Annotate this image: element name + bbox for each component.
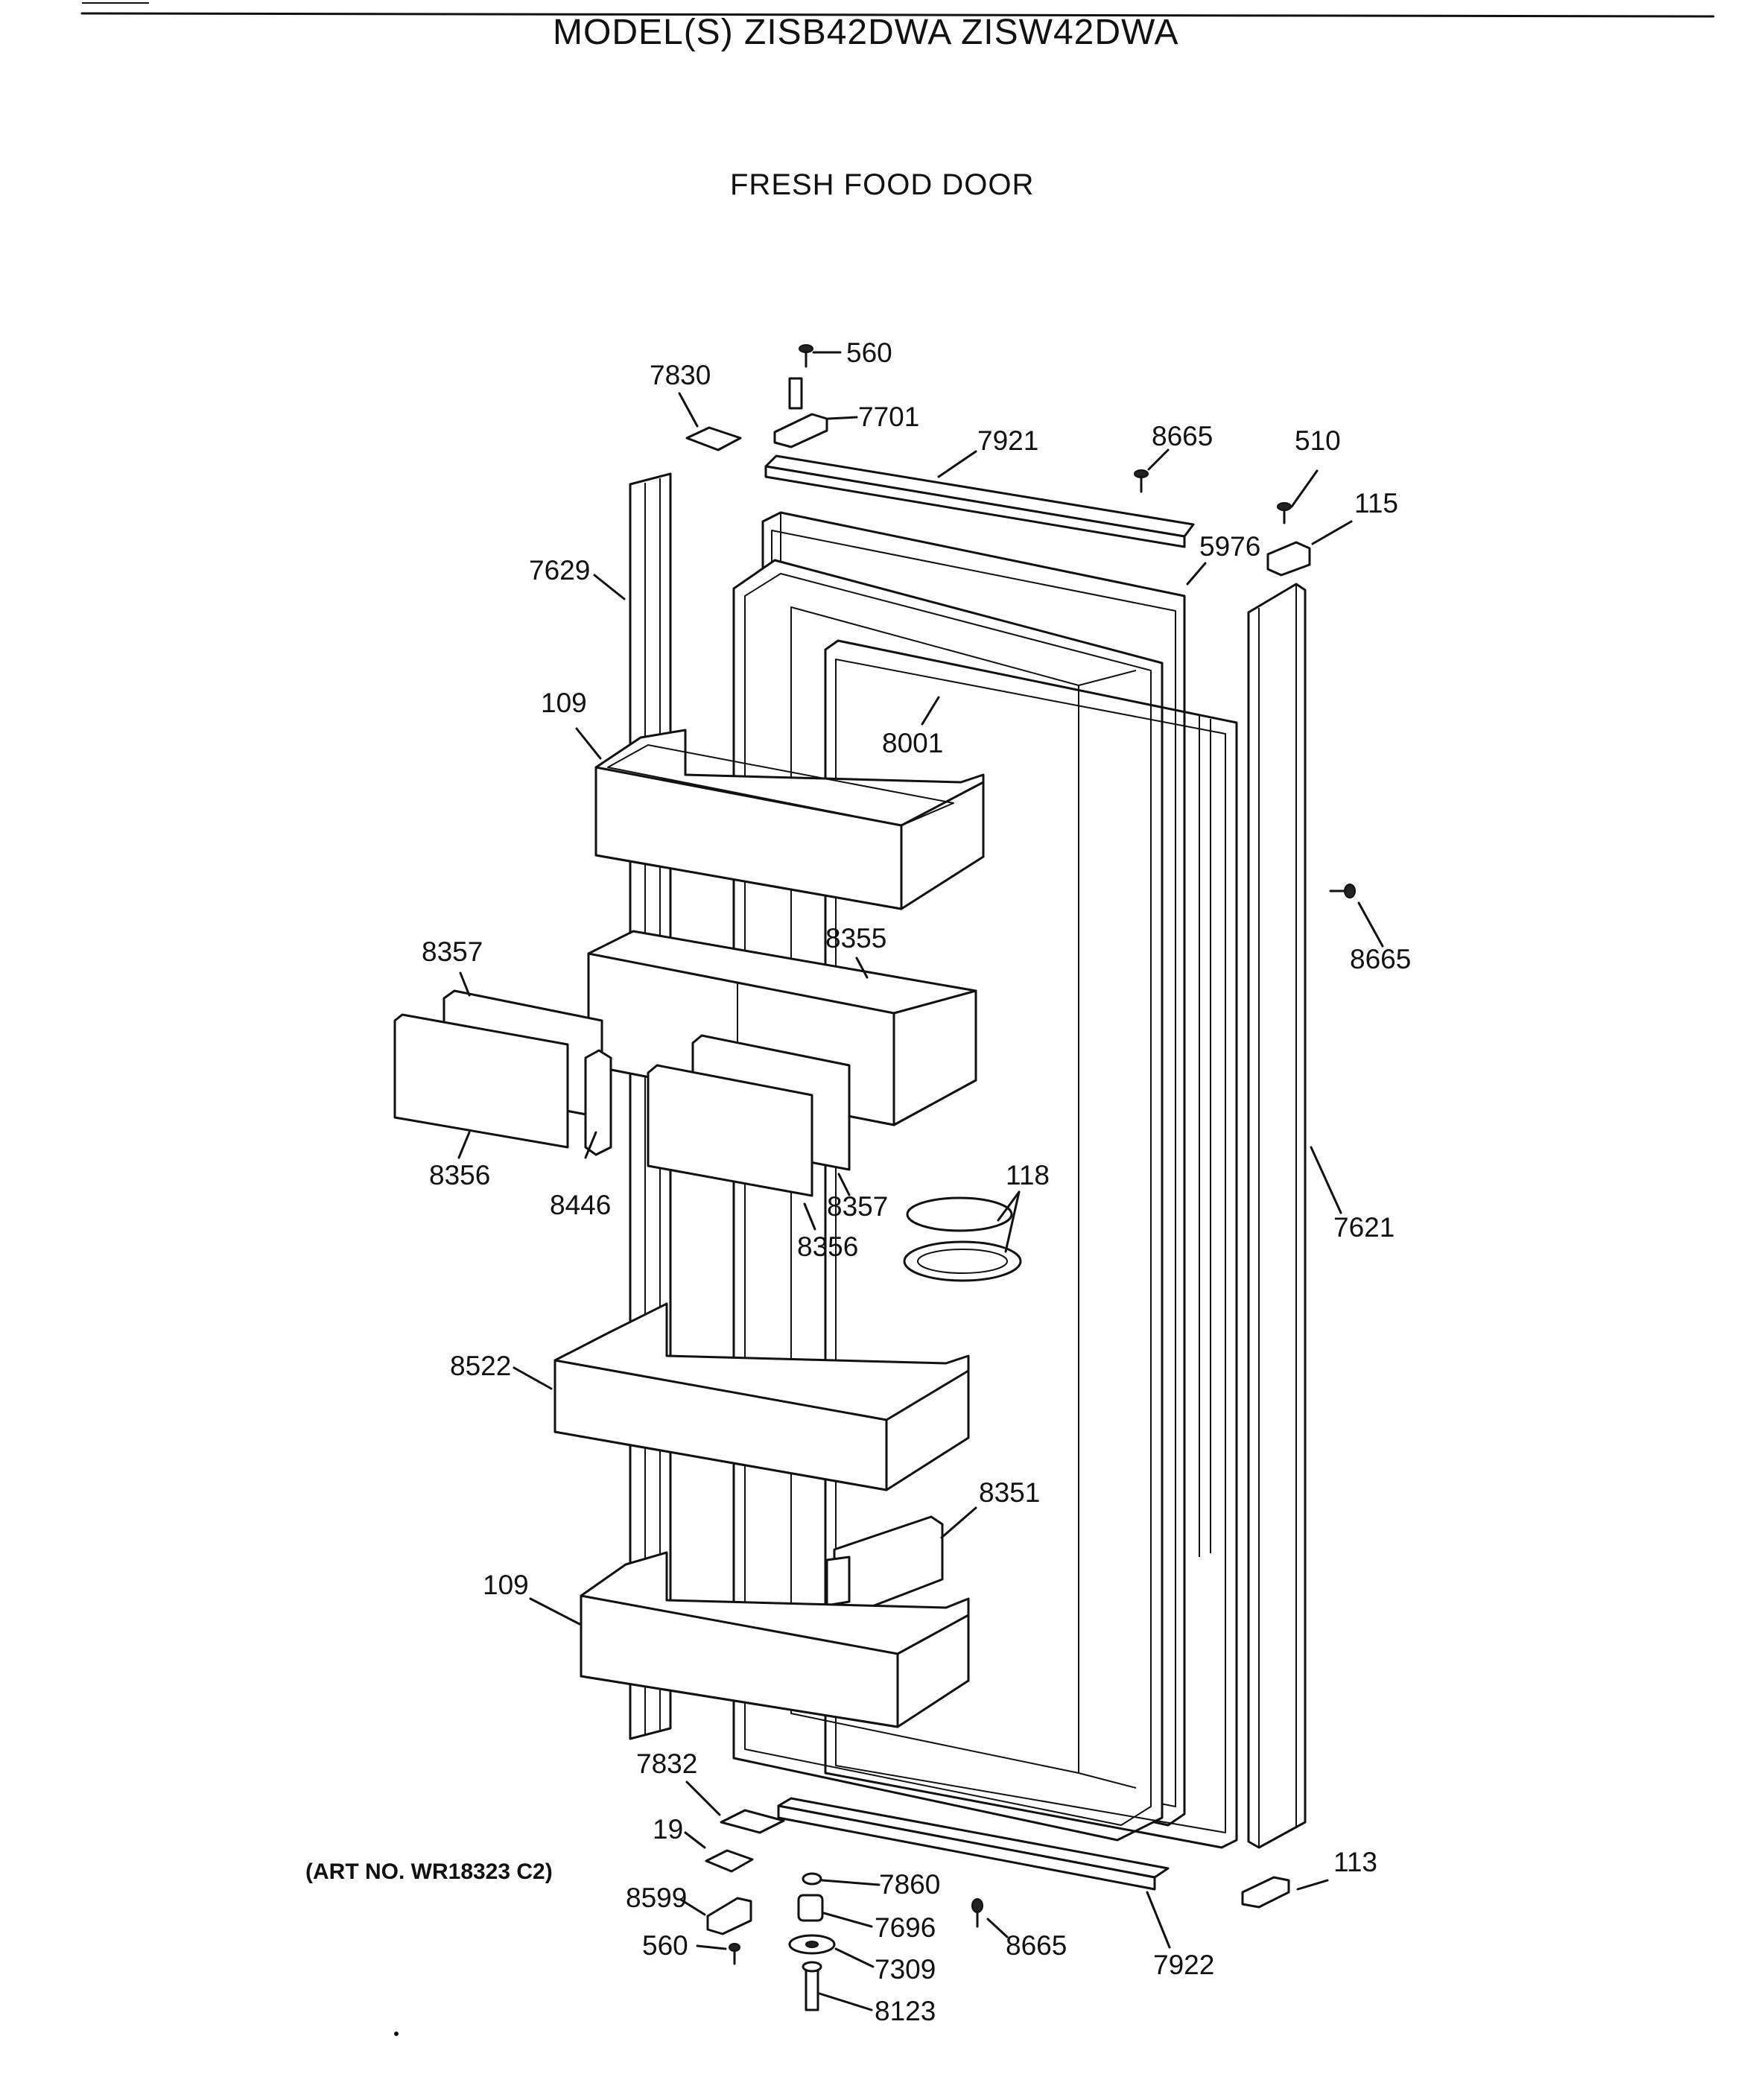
art-number: (ART NO. WR18323 C2) (305, 1859, 553, 1884)
part-7701-hinge-top (773, 377, 828, 448)
part-118-button-covers (903, 1196, 1022, 1282)
callout-7832: 7832 (636, 1748, 697, 1779)
callout-8599: 8599 (626, 1883, 687, 1913)
callout-labels: 560 7830 7701 7921 8665 510 115 5976 762… (422, 337, 1411, 2026)
part-115-cap (1266, 541, 1311, 577)
callout-8522: 8522 (450, 1351, 511, 1381)
callout-7696: 7696 (875, 1912, 936, 1943)
callout-8357-left: 8357 (422, 936, 483, 967)
section-title: FRESH FOOD DOOR (730, 168, 1035, 201)
callout-8351: 8351 (979, 1477, 1040, 1508)
callout-7621: 7621 (1333, 1212, 1395, 1243)
callout-7830: 7830 (650, 360, 711, 390)
callout-8356-left: 8356 (429, 1160, 490, 1190)
callout-115: 115 (1354, 488, 1398, 518)
part-7860-washer (802, 1872, 822, 1886)
part-8356-left-cover (393, 1013, 569, 1149)
part-7922-bottom-cap (777, 1797, 1170, 1891)
callout-8357-right: 8357 (827, 1191, 888, 1222)
part-7832-shim-bottom (720, 1809, 785, 1834)
part-510-screw (1277, 502, 1292, 524)
part-8665-screw-bottom (971, 1898, 983, 1928)
callout-560-bottom: 560 (642, 1930, 688, 1961)
callout-5976: 5976 (1199, 531, 1260, 562)
callout-8665-bottom: 8665 (1006, 1930, 1067, 1961)
callout-8355: 8355 (825, 923, 886, 954)
callout-113: 113 (1333, 1847, 1377, 1877)
part-19-plate (705, 1849, 754, 1873)
leader-lines (457, 351, 1384, 2011)
stray-dot (394, 2032, 399, 2036)
callout-7629: 7629 (529, 555, 590, 586)
callout-7701: 7701 (858, 402, 919, 432)
part-8665-screw-top (1134, 469, 1149, 493)
callout-560-top: 560 (846, 337, 892, 368)
part-560-screw-top (799, 344, 813, 368)
callout-8123: 8123 (875, 1996, 936, 2026)
part-7921-top-cap (764, 454, 1195, 548)
model-title: MODEL(S) ZISB42DWA ZISW42DWA (553, 13, 1179, 52)
callout-8356-right: 8356 (797, 1231, 858, 1262)
part-7830-shim-top (685, 426, 742, 451)
callout-109-bottom: 109 (483, 1570, 529, 1600)
callout-8446: 8446 (550, 1190, 611, 1220)
top-rule (80, 12, 1715, 18)
callout-118: 118 (1006, 1160, 1050, 1190)
part-8446-divider (584, 1049, 612, 1156)
part-109-top-bin (594, 729, 985, 910)
part-8356-right-cover (647, 1064, 813, 1197)
part-8351-egg-tray (825, 1515, 944, 1617)
part-560-screw-bottom (729, 1943, 740, 1965)
callout-7922: 7922 (1153, 1950, 1214, 1980)
part-8123-bolt (802, 1961, 822, 2011)
callout-7921: 7921 (977, 425, 1038, 456)
callout-109-top: 109 (541, 688, 587, 718)
part-7309-washer (788, 1934, 836, 1955)
callout-8001: 8001 (882, 728, 943, 758)
part-8665-screw-right (1329, 884, 1356, 898)
callout-8665-right: 8665 (1350, 944, 1411, 974)
callout-7860: 7860 (879, 1869, 940, 1900)
part-8522-door-bin (553, 1302, 970, 1491)
part-7621-right-trim (1247, 583, 1307, 1849)
callout-8665-top: 8665 (1152, 421, 1213, 451)
part-8599-hinge-bottom (706, 1897, 752, 1935)
callout-7309: 7309 (875, 1954, 936, 1985)
part-8001-gasket (824, 639, 1238, 1849)
part-7696-bushing (797, 1894, 824, 1922)
part-109-bottom-bin (580, 1551, 970, 1728)
part-113-end-cap (1241, 1876, 1290, 1909)
callout-19: 19 (653, 1814, 683, 1845)
callout-510: 510 (1295, 425, 1341, 456)
